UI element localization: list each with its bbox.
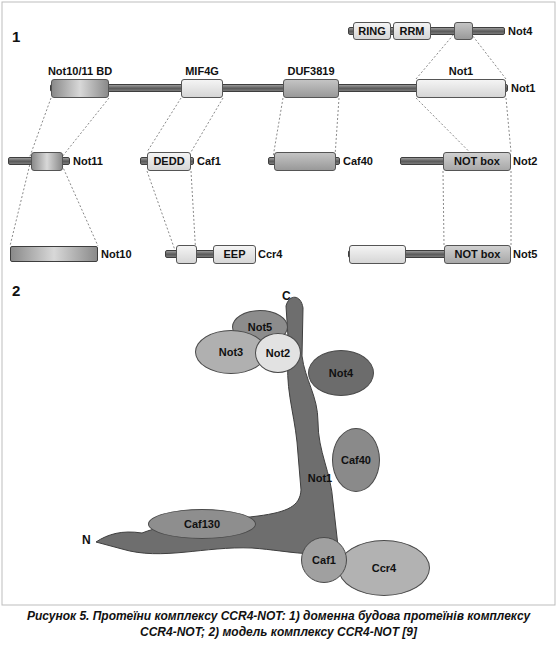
subunit-ellipse: Caf130 <box>148 509 256 539</box>
domain-mapping-line <box>416 98 511 152</box>
protein-name: Not10/11 BD <box>48 65 112 77</box>
node-label: Caf40 <box>341 454 371 466</box>
node-label: Not5 <box>248 321 272 333</box>
node-label: Not1 <box>308 472 332 484</box>
node-label: RING <box>358 25 386 37</box>
domain-mapping-line <box>147 98 223 152</box>
protein-name: MIF4G <box>185 65 219 77</box>
domain-mapping-line <box>147 171 196 250</box>
domain-box <box>176 245 197 264</box>
domain-box <box>349 245 406 264</box>
protein-bar: Not1Not10/11 BDMIF4GDUF3819Not1 <box>50 84 508 92</box>
node-label: DEDD <box>153 155 184 167</box>
protein-name: Ccr4 <box>258 248 282 260</box>
domain-box: RRM <box>393 22 431 40</box>
node-label: NOT box <box>454 155 500 167</box>
terminus-label: N <box>82 533 91 547</box>
protein-name: Not1 <box>511 82 535 94</box>
figure-caption: Рисунок 5. Протеїни комплексу CCR4-NOT: … <box>10 609 547 640</box>
node-label: NOT box <box>455 248 501 260</box>
domain-box <box>454 22 473 40</box>
subunit-ellipse: Not4 <box>308 350 374 396</box>
figure-frame <box>2 2 555 605</box>
panel-number: 1 <box>12 28 20 45</box>
domain-mapping-line <box>30 98 109 157</box>
domain-mapping-line <box>273 98 339 157</box>
protein-bar: Caf1DEDD <box>140 157 194 165</box>
protein-name: Not4 <box>508 25 532 37</box>
protein-bar: Not2NOT box <box>400 157 510 165</box>
protein-name: Not10 <box>101 248 132 260</box>
protein-name: Caf40 <box>343 155 373 167</box>
node-label: Not4 <box>329 367 353 379</box>
protein-bar: Not11 <box>8 157 70 165</box>
node-label: Not3 <box>219 346 243 358</box>
domain-box <box>31 152 63 171</box>
domain-box: NOT box <box>443 152 511 171</box>
protein-bar: Not10 <box>10 246 98 262</box>
subunit-ellipse: Ccr4 <box>338 540 430 596</box>
protein-bar: Ccr4EEP <box>165 250 255 258</box>
not1-scaffold-body <box>96 297 338 553</box>
protein-bar: Not4RINGRRM <box>348 27 505 35</box>
domain-box: MIF4G <box>181 79 223 98</box>
protein-name: Not5 <box>513 248 537 260</box>
domain-box: RING <box>353 22 391 40</box>
domain-box <box>274 152 336 171</box>
node-label: RRM <box>399 25 424 37</box>
subunit-ellipse: Caf1 <box>301 537 347 583</box>
node-label: EEP <box>223 248 245 260</box>
domain-box: Not10/11 BD <box>51 79 109 98</box>
protein-name: Not1 <box>449 65 473 77</box>
domain-mapping-line <box>443 171 511 245</box>
domain-box: Not1 <box>416 79 506 98</box>
subunit-ellipse: Caf40 <box>332 428 380 492</box>
domain-mapping-line <box>416 35 506 79</box>
subunit-ellipse: Not2 <box>255 333 301 373</box>
domain-box: EEP <box>213 245 256 264</box>
protein-name: Not11 <box>73 155 103 167</box>
scaffold-label: Not1 <box>302 470 338 486</box>
protein-name: Not2 <box>513 155 537 167</box>
domain-box: DUF3819 <box>283 79 339 98</box>
terminus-label: C <box>282 289 291 303</box>
node-label: Caf130 <box>184 518 220 530</box>
domain-box: NOT box <box>444 245 511 264</box>
protein-bar: Not5NOT box <box>348 250 510 258</box>
domain-mapping-line <box>10 165 98 246</box>
domain-box: DEDD <box>147 152 191 171</box>
protein-name: DUF3819 <box>287 65 334 77</box>
node-label: Ccr4 <box>372 562 396 574</box>
protein-bar: Caf40 <box>268 157 340 165</box>
protein-name: Caf1 <box>197 155 221 167</box>
panel-number: 2 <box>12 282 20 299</box>
node-label: Not2 <box>266 347 290 359</box>
node-label: Caf1 <box>312 554 336 566</box>
